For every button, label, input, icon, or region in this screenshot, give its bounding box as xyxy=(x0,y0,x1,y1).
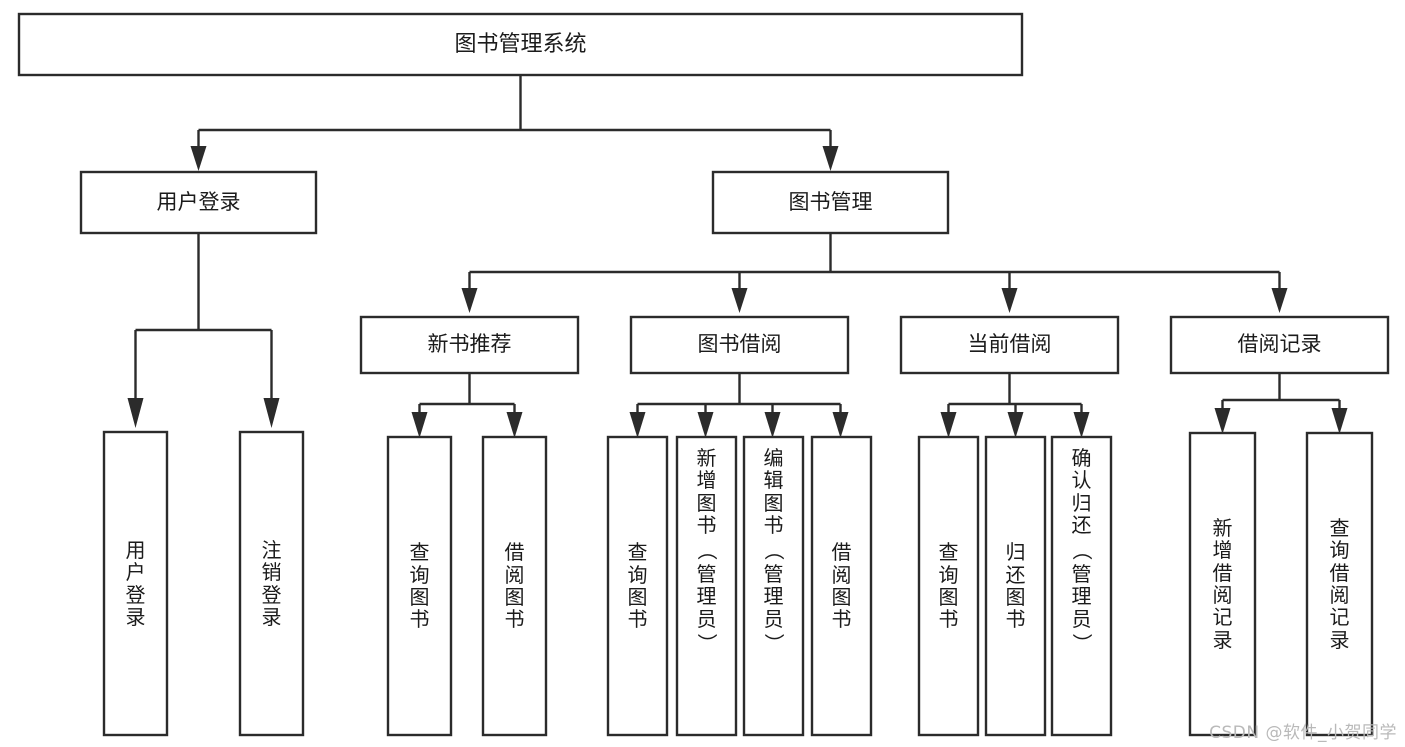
node-book-borrow[interactable]: 图书借阅 xyxy=(629,315,850,375)
node-current-borrow[interactable]: 当前借阅 xyxy=(899,315,1120,375)
leaf-boxes xyxy=(102,430,1374,737)
connector-group-user-login xyxy=(127,233,280,428)
leaf-borrow-add-box[interactable] xyxy=(675,435,738,737)
node-borrow-record-box[interactable] xyxy=(1169,315,1390,375)
node-root-label: 图书管理系统 xyxy=(454,32,586,57)
leaf-cur-return-box[interactable] xyxy=(984,435,1047,737)
leaf-cur-confirm-box[interactable] xyxy=(1050,435,1113,737)
leaf-rec-borrow-box[interactable] xyxy=(481,435,548,737)
arrowhead-leaf-user-logout xyxy=(263,398,280,428)
node-borrow-record[interactable]: 借阅记录 xyxy=(1169,315,1390,375)
arrowhead-leaf-rec-query xyxy=(411,412,428,438)
watermark-text: CSDN @软件_小贺同学 xyxy=(1209,723,1397,743)
arrowhead-leaf-borrow-query xyxy=(629,412,646,438)
leaf-borrow-lend-box[interactable] xyxy=(810,435,873,737)
leaf-cur-query-box[interactable] xyxy=(917,435,980,737)
connector-group-new-book-rec xyxy=(411,373,523,438)
leaf-rec-add-box[interactable] xyxy=(1188,431,1257,737)
node-current-borrow-box[interactable] xyxy=(899,315,1120,375)
arrowhead-leaf-cur-confirm xyxy=(1073,412,1090,438)
arrowhead-leaf-rec-borrow xyxy=(506,412,523,438)
node-new-book-rec[interactable]: 新书推荐 xyxy=(359,315,580,375)
arrowhead-leaf-cur-query xyxy=(940,412,957,438)
connector-group-book-borrow xyxy=(629,373,849,438)
arrowhead-leaf-borrow-lend xyxy=(832,412,849,438)
connector-group-borrow-record xyxy=(1214,373,1348,434)
arrowhead-book-borrow xyxy=(731,288,748,313)
arrowhead-new-book-rec xyxy=(461,288,478,313)
node-root-box[interactable] xyxy=(17,12,1024,77)
leaf-borrow-query-box[interactable] xyxy=(606,435,669,737)
node-book-borrow-box[interactable] xyxy=(629,315,850,375)
leaf-user-logout-box[interactable] xyxy=(238,430,305,737)
connector-group-book-manage xyxy=(461,233,1288,313)
arrowhead-borrow-record xyxy=(1271,288,1288,313)
node-user-login-box[interactable] xyxy=(79,170,318,235)
leaf-borrow-edit-box[interactable] xyxy=(742,435,805,737)
node-current-borrow-label: 当前借阅 xyxy=(968,332,1052,356)
node-book-manage-label: 图书管理 xyxy=(789,190,873,214)
connector-group-current-borrow xyxy=(940,373,1090,438)
node-user-login[interactable]: 用户登录 xyxy=(79,170,318,235)
node-borrow-record-label: 借阅记录 xyxy=(1238,332,1322,356)
arrowhead-leaf-rec-search xyxy=(1331,408,1348,434)
node-root[interactable]: 图书管理系统 xyxy=(17,12,1024,77)
arrowhead-leaf-borrow-edit xyxy=(764,412,781,438)
leaf-rec-query-box[interactable] xyxy=(386,435,453,737)
arrowhead-user-login xyxy=(190,146,207,171)
node-new-book-rec-label: 新书推荐 xyxy=(428,332,512,356)
node-book-borrow-label: 图书借阅 xyxy=(698,332,782,356)
arrowhead-leaf-rec-add xyxy=(1214,408,1231,434)
leaf-user-login-box[interactable] xyxy=(102,430,169,737)
node-user-login-label: 用户登录 xyxy=(157,190,241,214)
arrowhead-leaf-cur-return xyxy=(1007,412,1024,438)
arrowhead-leaf-user-login xyxy=(127,398,144,428)
node-book-manage-box[interactable] xyxy=(711,170,950,235)
arrowhead-leaf-borrow-add xyxy=(697,412,714,438)
connector-group-root xyxy=(190,75,839,171)
arrowhead-current-borrow xyxy=(1001,288,1018,313)
arrowhead-book-manage xyxy=(822,146,839,171)
leaf-rec-search-box[interactable] xyxy=(1305,431,1374,737)
node-new-book-rec-box[interactable] xyxy=(359,315,580,375)
node-book-manage[interactable]: 图书管理 xyxy=(711,170,950,235)
